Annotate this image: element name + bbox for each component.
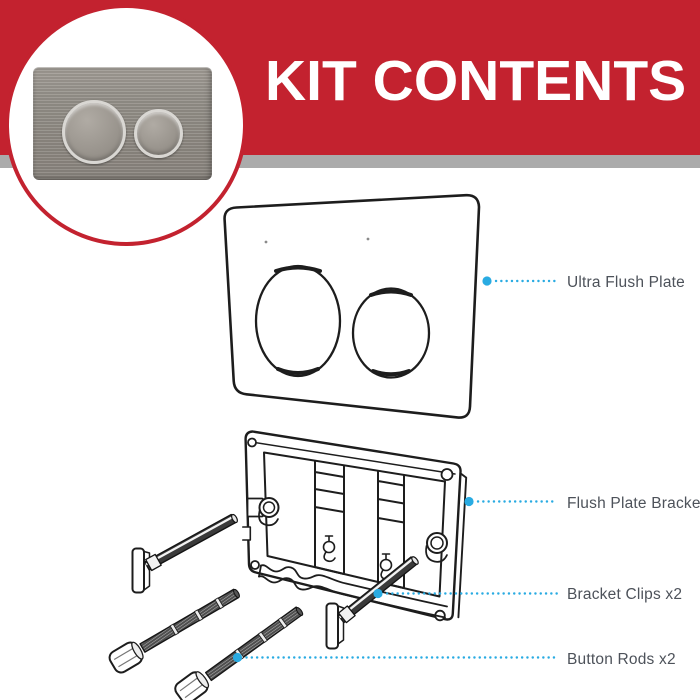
legend-leaders (232, 276, 559, 663)
leader-dot-flush-plate-bracket (464, 496, 474, 507)
bracket-clip-1 (131, 513, 238, 594)
leader-dot-bracket-clips (373, 588, 383, 599)
legend-label-ultra-flush-plate: Ultra Flush Plate (567, 274, 685, 291)
button-rod-1 (108, 588, 240, 674)
page-title: KIT CONTENTS (265, 49, 687, 113)
legend-label-button-rods: Button Rods x2 (567, 651, 676, 668)
button-rod-2 (174, 606, 304, 700)
bracket-drawing (242, 430, 468, 622)
legend-label-flush-plate-bracket: Flush Plate Bracket (567, 495, 700, 512)
flush-button-large (62, 100, 126, 164)
leader-dot-button-rods (232, 652, 243, 663)
flush-plate-photo (33, 67, 212, 180)
flush-button-small (134, 109, 183, 158)
flush-plate-drawing (223, 193, 481, 419)
legend-label-bracket-clips: Bracket Clips x2 (567, 586, 683, 603)
product-photo-circle (5, 4, 247, 246)
leader-dot-ultra-flush-plate (482, 276, 492, 286)
